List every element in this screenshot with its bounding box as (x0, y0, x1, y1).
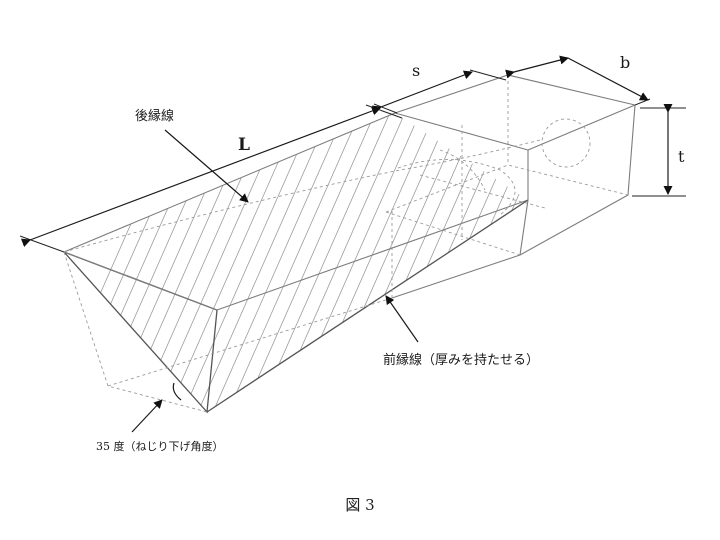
dimension-t: t (632, 104, 686, 197)
hatch-line (174, 113, 326, 412)
dimension-l: L (19, 104, 403, 253)
hatched-surface (64, 90, 685, 430)
hidden-lines (63, 75, 629, 413)
label-s: s (412, 61, 420, 80)
hatch-line (279, 113, 431, 412)
hatch-line (189, 113, 341, 412)
trailing-edge-callout: 後縁線 (135, 108, 249, 203)
leading-edge-callout: 前縁線（厚みを持たせる） (383, 295, 539, 368)
label-b: b (620, 53, 630, 72)
hatch-line (204, 113, 356, 412)
label-trailing-edge: 後縁線 (135, 108, 174, 124)
hatch-line (444, 113, 528, 412)
hatch-line (249, 113, 401, 412)
label-twist-angle: 35 度（ねじり下げ角度） (96, 439, 224, 453)
hatch-line (489, 113, 528, 412)
hatch-line (459, 113, 528, 412)
block-edges (63, 74, 636, 414)
dimension-s: s (371, 61, 507, 115)
hatch-line (159, 113, 311, 412)
hatch-line (535, 90, 685, 430)
hatch-line (519, 113, 528, 412)
dimension-b: b (505, 53, 651, 106)
hatch-line (144, 113, 296, 412)
twist-angle-callout: 35 度（ねじり下げ角度） (96, 382, 224, 453)
label-l: L (238, 135, 250, 155)
label-leading-edge: 前縁線（厚みを持たせる） (383, 352, 539, 368)
hatch-line (64, 113, 191, 412)
label-t: t (678, 147, 685, 166)
hatch-line (264, 113, 416, 412)
figure-caption: 図 3 (345, 496, 375, 514)
hatch-line (294, 113, 446, 412)
